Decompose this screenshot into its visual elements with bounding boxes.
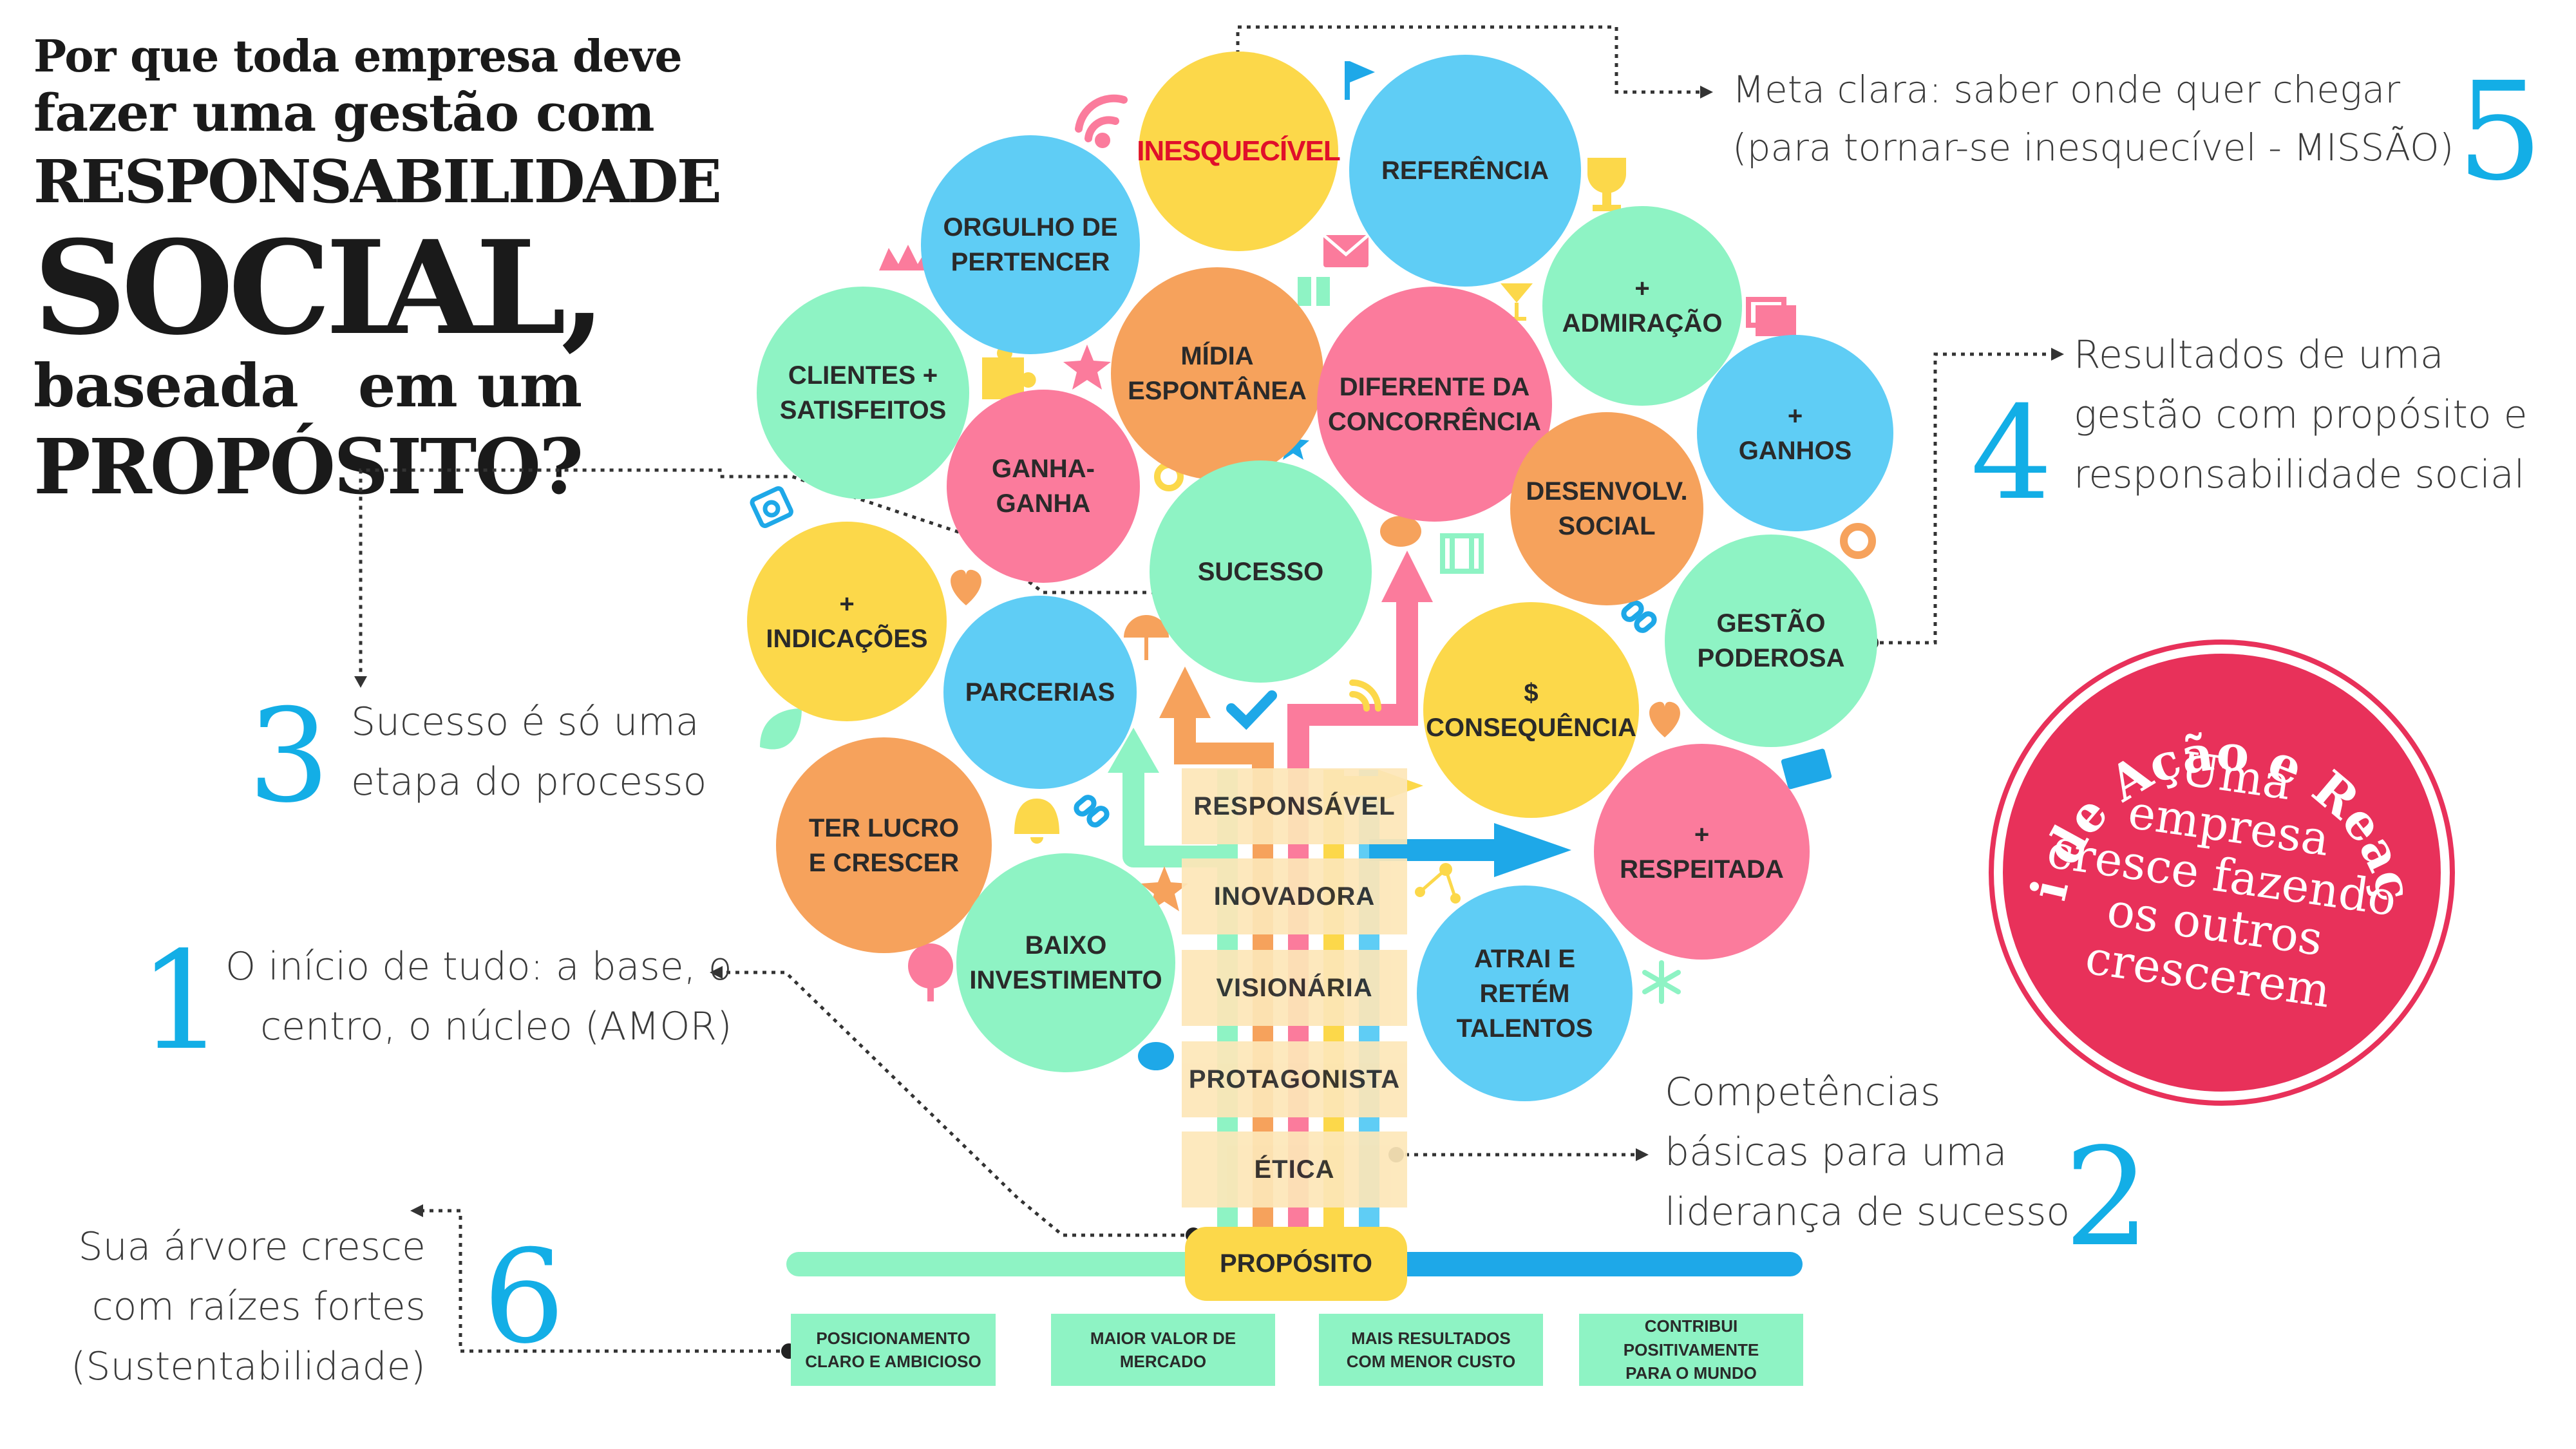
umbrella-icon (1124, 615, 1169, 660)
title-line-3: RESPONSABILIDADE (33, 147, 722, 216)
trunk-label-inovadora: INOVADORA (1182, 858, 1407, 934)
heart-icon (1649, 701, 1680, 737)
photos-icon (1746, 297, 1796, 336)
arrow-blue-head (1494, 823, 1571, 877)
film-icon (1440, 533, 1484, 574)
puzzle-icon (982, 345, 1036, 399)
arrow-green-head (1108, 728, 1159, 773)
pig-icon (1380, 516, 1421, 547)
tree-icon (908, 943, 953, 1001)
badge-lei-acao-reacao: Lei de Ação e Reação Uma empresa cresce … (2003, 654, 2441, 1092)
annotation-6-text: Sua árvore cresce com raízes fortes (Sus… (71, 1224, 426, 1389)
circle-orgulho: ORGULHO DE PERTENCER (921, 135, 1140, 354)
title-line-4: SOCIAL, (33, 213, 606, 364)
annotation-1-text: O início de tudo: a base, o centro, o nú… (225, 944, 732, 1049)
trunk-label-protagonista: PROTAGONISTA (1182, 1041, 1407, 1117)
annotation-3-number: 3 (248, 681, 330, 831)
circle-gestao: GESTÃO PODEROSA (1665, 535, 1877, 747)
pig-icon (1138, 1042, 1174, 1070)
circle-diferente: DIFERENTE DA CONCORRÊNCIA (1317, 287, 1552, 522)
check-icon (1226, 690, 1277, 730)
connector-4 (1871, 352, 2051, 645)
circle-indicacoes: + INDICAÇÕES (747, 522, 947, 721)
connector-1 (721, 971, 1193, 1237)
wifi-icon (1349, 679, 1381, 712)
circle-ganha: GANHA- GANHA (947, 390, 1140, 583)
camera-icon (750, 486, 793, 528)
link-icon (1621, 600, 1657, 633)
annotation-5-text: Meta clara: saber onde quer chegar (para… (1732, 68, 2454, 169)
title-line-5: baseada em um (33, 351, 582, 421)
root-posicionamento: POSICIONAMENTO CLARO E AMBICIOSO (791, 1314, 996, 1386)
trunk-label-responsavel: RESPONSÁVEL (1182, 768, 1407, 844)
root-valor-mercado: MAIOR VALOR DE MERCADO (1051, 1314, 1275, 1386)
arrow-orange-head (1159, 667, 1211, 718)
connector-5 (1236, 25, 1700, 94)
annotation-3-text: Sucesso é só uma etapa do processo (351, 699, 707, 804)
arrow-pink-head (1381, 551, 1433, 602)
annotation-2-number: 2 (2064, 1119, 2150, 1276)
wifi-icon (1075, 94, 1128, 148)
arrow-green (1122, 766, 1227, 867)
heart-icon (951, 569, 981, 605)
annotation-6-number: 6 (483, 1222, 565, 1372)
annotation-4-text: Resultados de uma gestão com propósito e… (2074, 332, 2528, 497)
circle-parcerias: PARCERIAS (943, 596, 1137, 789)
trophy-icon (1587, 158, 1626, 211)
circle-midia: MÍDIA ESPONTÂNEA (1111, 267, 1323, 480)
trunk-label-etica: ÉTICA (1182, 1132, 1407, 1208)
circle-inesquecivel: INESQUECÍVEL (1137, 52, 1341, 251)
circle-ganhos: + GANHOS (1697, 335, 1893, 531)
cocktail-icon (1501, 283, 1533, 321)
root-resultados: MAIS RESULTADOS COM MENOR CUSTO (1319, 1314, 1543, 1386)
circle-atrai: ATRAI E RETÉM TALENTOS (1417, 886, 1633, 1101)
annotation-1-number: 1 (138, 922, 225, 1080)
envelope-icon (1781, 748, 1832, 790)
trunk-label-visionaria: VISIONÁRIA (1182, 950, 1407, 1026)
title-line-1: Por que toda empresa deve (33, 31, 683, 82)
star-icon (1063, 345, 1111, 390)
circle-clientes: CLIENTES + SATISFEITOS (757, 287, 969, 499)
annotation-4-number: 4 (1971, 379, 2053, 529)
circle-lucro: TER LUCRO E CRESCER (776, 737, 992, 953)
leaf-icon (760, 708, 802, 750)
circle-sucesso: SUCESSO (1150, 460, 1372, 683)
flag-icon (1345, 61, 1375, 100)
link-icon (1074, 795, 1110, 828)
annotation-5-number: 5 (2457, 53, 2543, 211)
root-contribui: CONTRIBUI POSITIVAMENTE PARA O MUNDO (1579, 1314, 1803, 1386)
annotation-2-text: Competências básicas para uma liderança … (1665, 1070, 2070, 1235)
title-line-6: PROPÓSITO? (33, 422, 583, 511)
bell-icon (1014, 799, 1059, 844)
network-icon (1415, 863, 1461, 904)
circle-admiracao: + ADMIRAÇÃO (1542, 206, 1742, 406)
circle-referencia: REFERÊNCIA (1349, 55, 1581, 287)
connector-6 (422, 1209, 789, 1353)
circle-baixo: BAIXO INVESTIMENTO (956, 853, 1175, 1072)
badge-arc-text-svg: Lei de Ação e Reação (2003, 654, 2425, 907)
star-icon (1141, 866, 1188, 911)
envelope-icon (1322, 234, 1370, 267)
base-proposito: PROPÓSITO (1185, 1227, 1407, 1301)
circle-respeitada: + RESPEITADA (1594, 744, 1810, 960)
gift-icon (1298, 277, 1330, 306)
gear-icon (1840, 523, 1876, 559)
snowflake-icon (1642, 960, 1681, 1004)
title-line-2: fazer uma gestão com (33, 82, 655, 143)
connector-3 (359, 468, 1164, 676)
circle-consequencia: $ CONSEQUÊNCIA (1423, 602, 1639, 818)
circle-desenvolv: DESENVOLV. SOCIAL (1510, 412, 1703, 605)
